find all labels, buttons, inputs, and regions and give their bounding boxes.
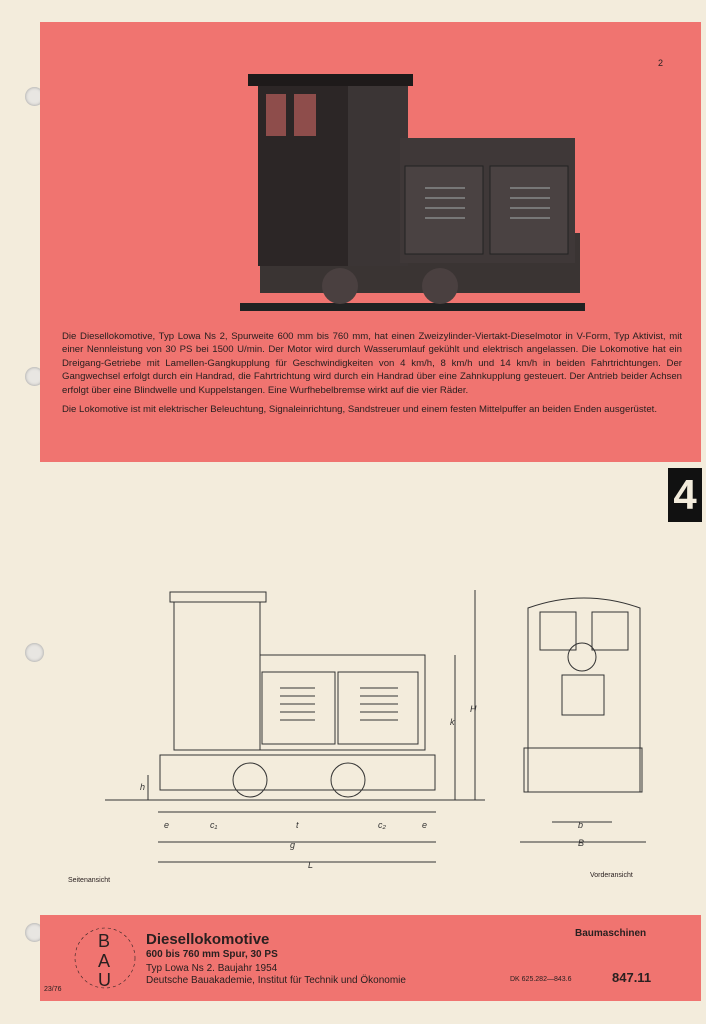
dim-label-e: e (422, 820, 427, 830)
punch-hole (25, 923, 44, 942)
dim-label-H: H (470, 704, 477, 714)
footer-type-line: Typ Lowa Ns 2. Baujahr 1954 (146, 963, 278, 974)
photo-panel: 2 Die Diesellokomotive, Typ Lowa Ns 2, S… (40, 22, 701, 462)
technical-drawing: h e c₁ t c₂ e g L k H b B (105, 590, 646, 870)
description-paragraph: Die Lokomotive ist mit elektrischer Bele… (62, 404, 657, 416)
sheet-reference: 23/76 (44, 986, 62, 993)
dim-label-k: k (450, 717, 455, 727)
footer-category: Baumaschinen (575, 928, 647, 939)
side-view-caption: Seitenansicht (68, 877, 111, 884)
footer-sheet-number: 847.11 (612, 970, 652, 985)
locomotive-photo (240, 74, 585, 311)
dim-label-g: g (290, 840, 295, 850)
page-number: 2 (658, 58, 664, 68)
front-view-caption: Vorderansicht (590, 872, 633, 879)
punch-hole (25, 87, 44, 106)
deutsche-bauenzyklopaedie-logo: B A U (74, 927, 136, 989)
side-view (105, 590, 485, 863)
section-tab: 4 (668, 468, 702, 522)
punch-hole (25, 643, 44, 662)
punch-hole (25, 367, 44, 386)
footer-publisher: Deutsche Bauakademie, Institut für Techn… (146, 975, 406, 986)
dim-label-e: e (164, 820, 169, 830)
footer-subtitle: 600 bis 760 mm Spur, 30 PS (146, 949, 278, 960)
dim-label-L: L (308, 860, 313, 870)
svg-text:B: B (98, 931, 110, 951)
dim-label-h: h (140, 782, 145, 792)
description-text: Die Diesellokomotive, Typ Lowa Ns 2, Spu… (62, 330, 682, 422)
front-view (520, 597, 646, 843)
dim-label-B: B (578, 838, 584, 848)
description-paragraph: Die Diesellokomotive, Typ Lowa Ns 2, Spu… (62, 331, 682, 396)
svg-text:U: U (98, 970, 111, 989)
dim-label-b: b (578, 820, 583, 830)
footer-title: Diesellokomotive (146, 931, 270, 948)
svg-text:A: A (98, 951, 110, 971)
footer-dk-code: DK 625.282—843.6 (510, 976, 572, 983)
dim-label-t: t (296, 820, 299, 830)
footer-panel: B A U 23/76 Diesellokomotive 600 bis 760… (40, 915, 701, 1001)
dim-label-c1: c₁ (210, 820, 218, 830)
dim-label-c2: c₂ (378, 820, 387, 830)
